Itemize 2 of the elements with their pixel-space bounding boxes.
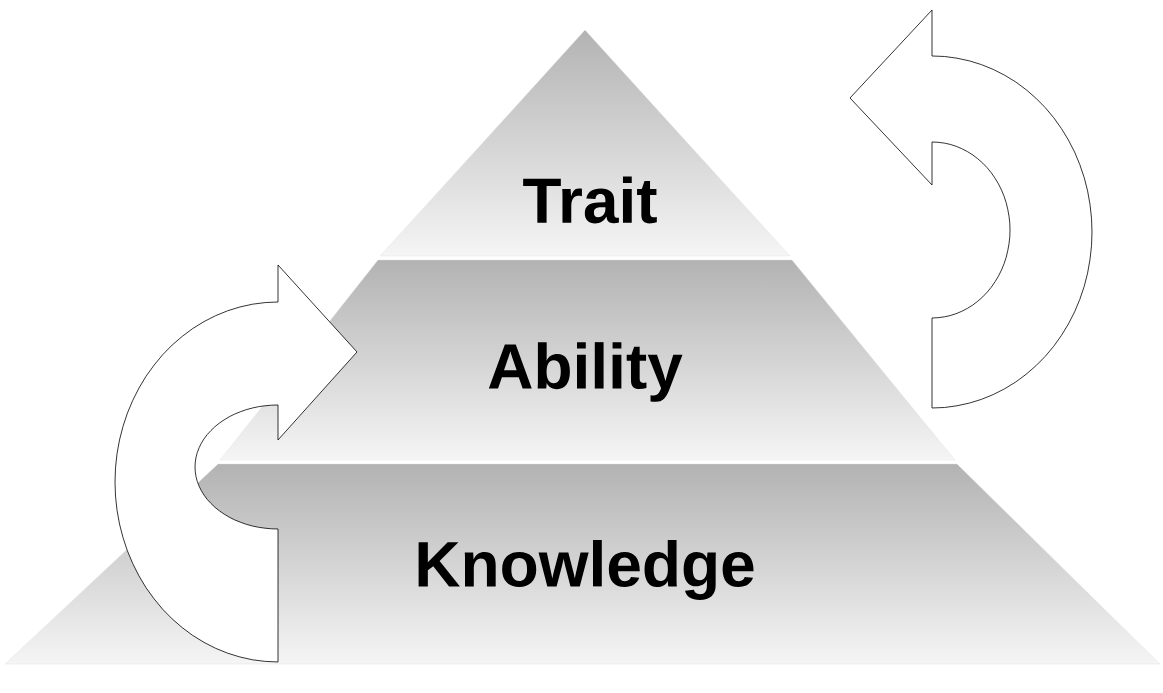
pyramid-layer: Trait <box>379 29 791 257</box>
pyramid-layer: Knowledge <box>4 463 1161 665</box>
